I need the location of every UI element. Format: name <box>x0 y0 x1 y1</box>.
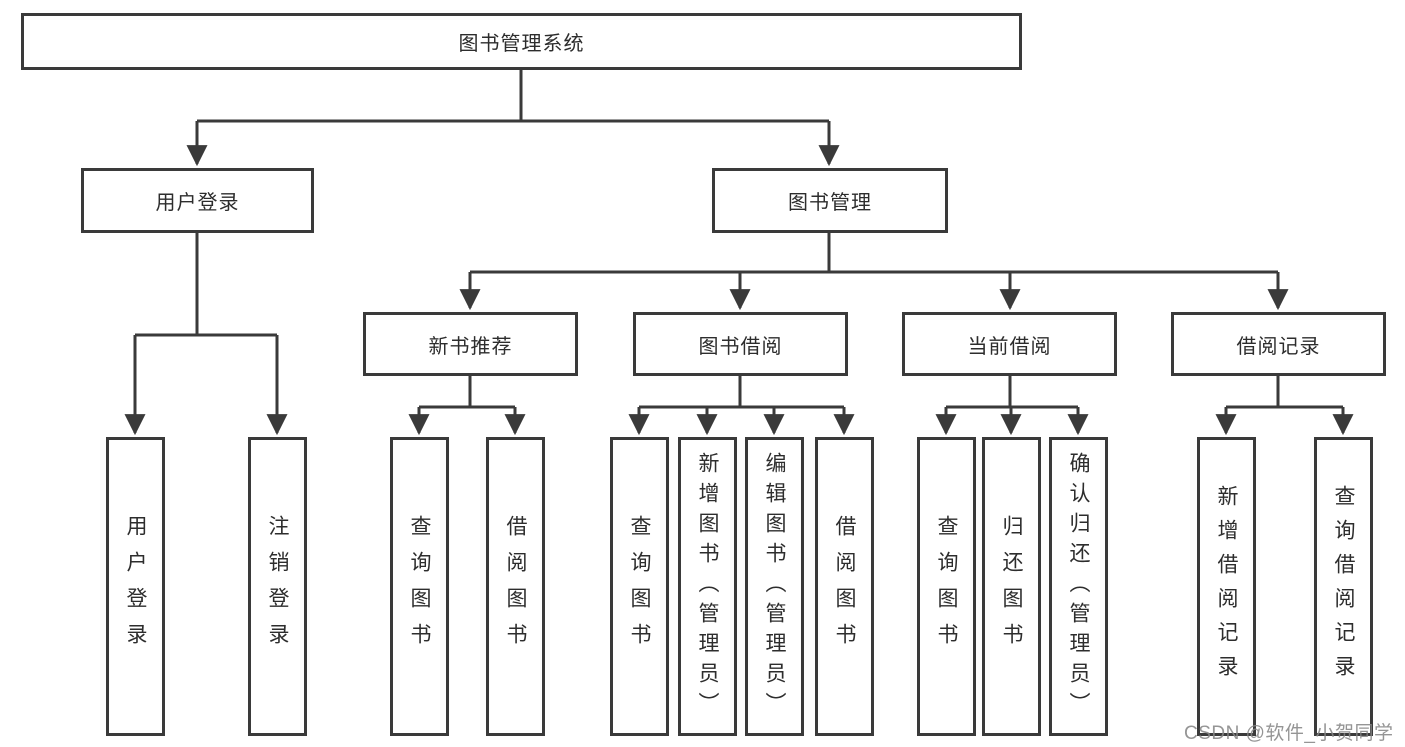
leaf-bb-borrow-books: 借阅图书 <box>815 437 874 736</box>
node-label: 当前借阅 <box>967 335 1052 358</box>
leaf-label: 查询图书 <box>628 514 651 659</box>
leaf-br-query-record: 查询借阅记录 <box>1314 437 1373 736</box>
node-current-borrowing: 当前借阅 <box>902 312 1117 376</box>
connector-borrow-record <box>1226 374 1343 409</box>
node-borrowing-records: 借阅记录 <box>1171 312 1386 376</box>
leaf-label: 编辑图书（管理员） <box>763 451 786 722</box>
leaf-cb-confirm-return-admin: 确认归还（管理员） <box>1049 437 1108 736</box>
node-library-management-system: 图书管理系统 <box>21 13 1022 70</box>
node-label: 图书借阅 <box>698 335 783 358</box>
leaf-label: 查询借阅记录 <box>1332 484 1355 689</box>
node-label: 用户登录 <box>155 192 240 214</box>
leaf-br-add-record: 新增借阅记录 <box>1197 437 1256 736</box>
node-label: 新书推荐 <box>428 335 513 358</box>
leaf-label: 新增图书（管理员） <box>696 451 719 722</box>
connector-current-borrow <box>946 374 1078 409</box>
leaf-user-login: 用户登录 <box>106 437 165 736</box>
connector-root <box>197 67 829 123</box>
leaf-cb-return-books: 归还图书 <box>982 437 1041 736</box>
node-new-book-recommendation: 新书推荐 <box>363 312 578 376</box>
leaf-nb-query-books: 查询图书 <box>390 437 449 736</box>
leaf-logout: 注销登录 <box>248 437 307 736</box>
leaf-label: 归还图书 <box>1000 514 1023 659</box>
node-book-management: 图书管理 <box>712 168 948 233</box>
leaf-nb-borrow-books: 借阅图书 <box>486 437 545 736</box>
leaf-cb-query-books: 查询图书 <box>917 437 976 736</box>
leaf-label: 查询图书 <box>935 514 958 659</box>
node-label: 借阅记录 <box>1236 335 1321 358</box>
connector-book-management <box>470 230 1278 274</box>
connector-new-book <box>419 374 515 409</box>
leaf-bb-add-books-admin: 新增图书（管理员） <box>678 437 737 736</box>
leaf-label: 用户登录 <box>124 514 147 659</box>
csdn-watermark: CSDN @软件_小贺同学 <box>1184 723 1394 744</box>
leaf-bb-edit-books-admin: 编辑图书（管理员） <box>745 437 804 736</box>
leaf-label: 确认归还（管理员） <box>1067 451 1090 722</box>
node-label: 图书管理系统 <box>458 33 585 55</box>
node-label: 图书管理 <box>788 192 872 214</box>
leaf-label: 借阅图书 <box>833 514 856 659</box>
connector-user-login <box>135 230 277 337</box>
leaf-label: 查询图书 <box>408 514 431 659</box>
leaf-label: 注销登录 <box>266 514 289 659</box>
node-book-borrowing: 图书借阅 <box>633 312 848 376</box>
connector-book-borrow <box>639 374 844 409</box>
leaf-bb-query-books: 查询图书 <box>610 437 669 736</box>
leaf-label: 借阅图书 <box>504 514 527 659</box>
leaf-label: 新增借阅记录 <box>1215 484 1238 689</box>
node-user-login: 用户登录 <box>81 168 314 233</box>
